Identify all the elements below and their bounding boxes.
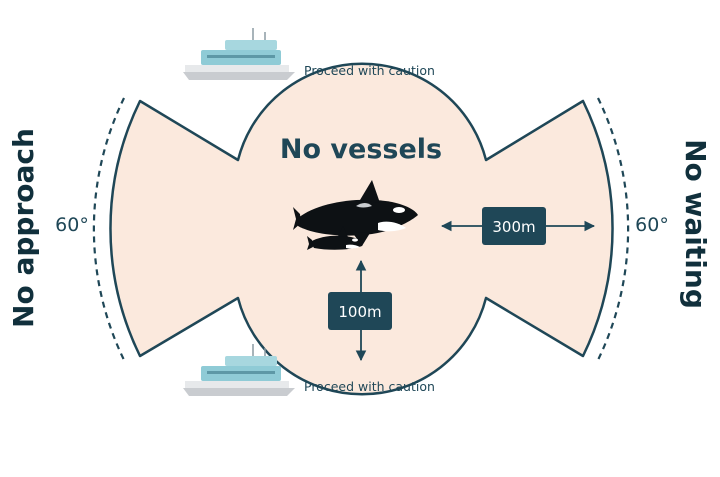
- bottom-caption: Proceed with caution: [304, 379, 435, 394]
- right-dashed-arc: [597, 97, 630, 361]
- left-zone-label: No approach: [7, 128, 40, 328]
- side-distance-label: 300m: [492, 218, 535, 236]
- front-distance-box: [328, 292, 392, 330]
- bottom-boat-icon: [183, 344, 295, 396]
- left-dashed-arc: [92, 97, 125, 361]
- orca-adult-icon: [293, 180, 418, 246]
- top-caption: Proceed with caution: [304, 63, 435, 78]
- orca-calf-icon: [307, 226, 363, 250]
- zone-title: No vessels: [280, 134, 442, 165]
- right-angle-label: 60°: [635, 214, 669, 236]
- left-angle-label: 60°: [55, 214, 89, 236]
- front-distance-label: 100m: [338, 303, 381, 321]
- right-zone-label: No waiting: [679, 139, 712, 309]
- top-boat-icon: [183, 28, 295, 80]
- side-distance-box: [482, 207, 546, 245]
